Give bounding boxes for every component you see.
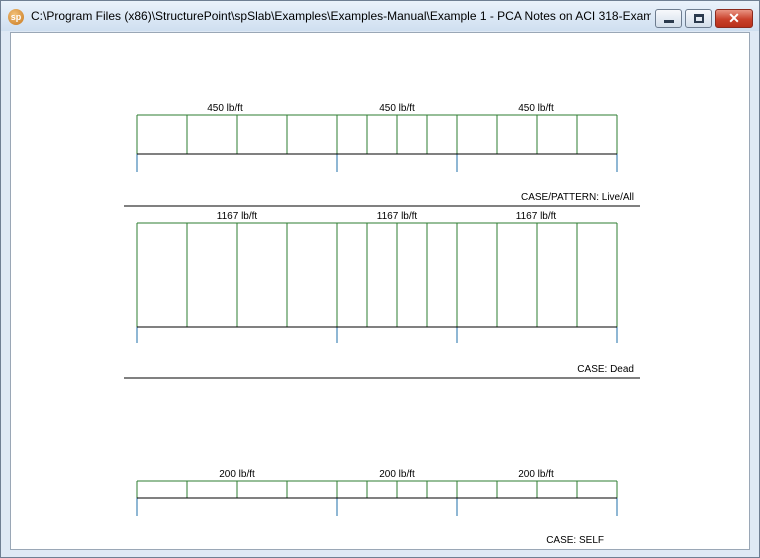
case-label: CASE: Dead [577,364,634,375]
load-label: 450 lb/ft [518,103,554,114]
window-title: C:\Program Files (x86)\StructurePoint\sp… [31,9,651,23]
load-case-self [136,480,618,516]
maximize-button[interactable] [685,9,712,28]
load-case-dead [136,222,618,343]
load-label: 200 lb/ft [518,469,554,480]
case-label: CASE/PATTERN: Live/All [521,192,634,203]
load-label: 1167 lb/ft [516,211,557,222]
maximize-icon [694,14,704,23]
case-label: CASE: SELF [546,535,604,546]
minimize-icon [664,20,674,23]
load-label: 1167 lb/ft [377,211,418,222]
load-label: 200 lb/ft [379,469,415,480]
load-case-live [136,114,618,172]
load-label: 450 lb/ft [207,103,243,114]
close-button[interactable]: ✕ [715,9,753,28]
load-label: 1167 lb/ft [217,211,258,222]
drawing-area[interactable]: 450 lb/ft 450 lb/ft 450 lb/ft CASE/PATTE… [10,32,750,550]
title-bar[interactable]: sp C:\Program Files (x86)\StructurePoint… [1,1,759,31]
load-label: 200 lb/ft [219,469,255,480]
load-diagram: 450 lb/ft 450 lb/ft 450 lb/ft CASE/PATTE… [124,103,640,546]
sp-logo-icon[interactable]: sp [8,9,24,25]
load-label: 450 lb/ft [379,103,415,114]
close-icon: ✕ [728,10,740,26]
minimize-button[interactable] [655,9,682,28]
